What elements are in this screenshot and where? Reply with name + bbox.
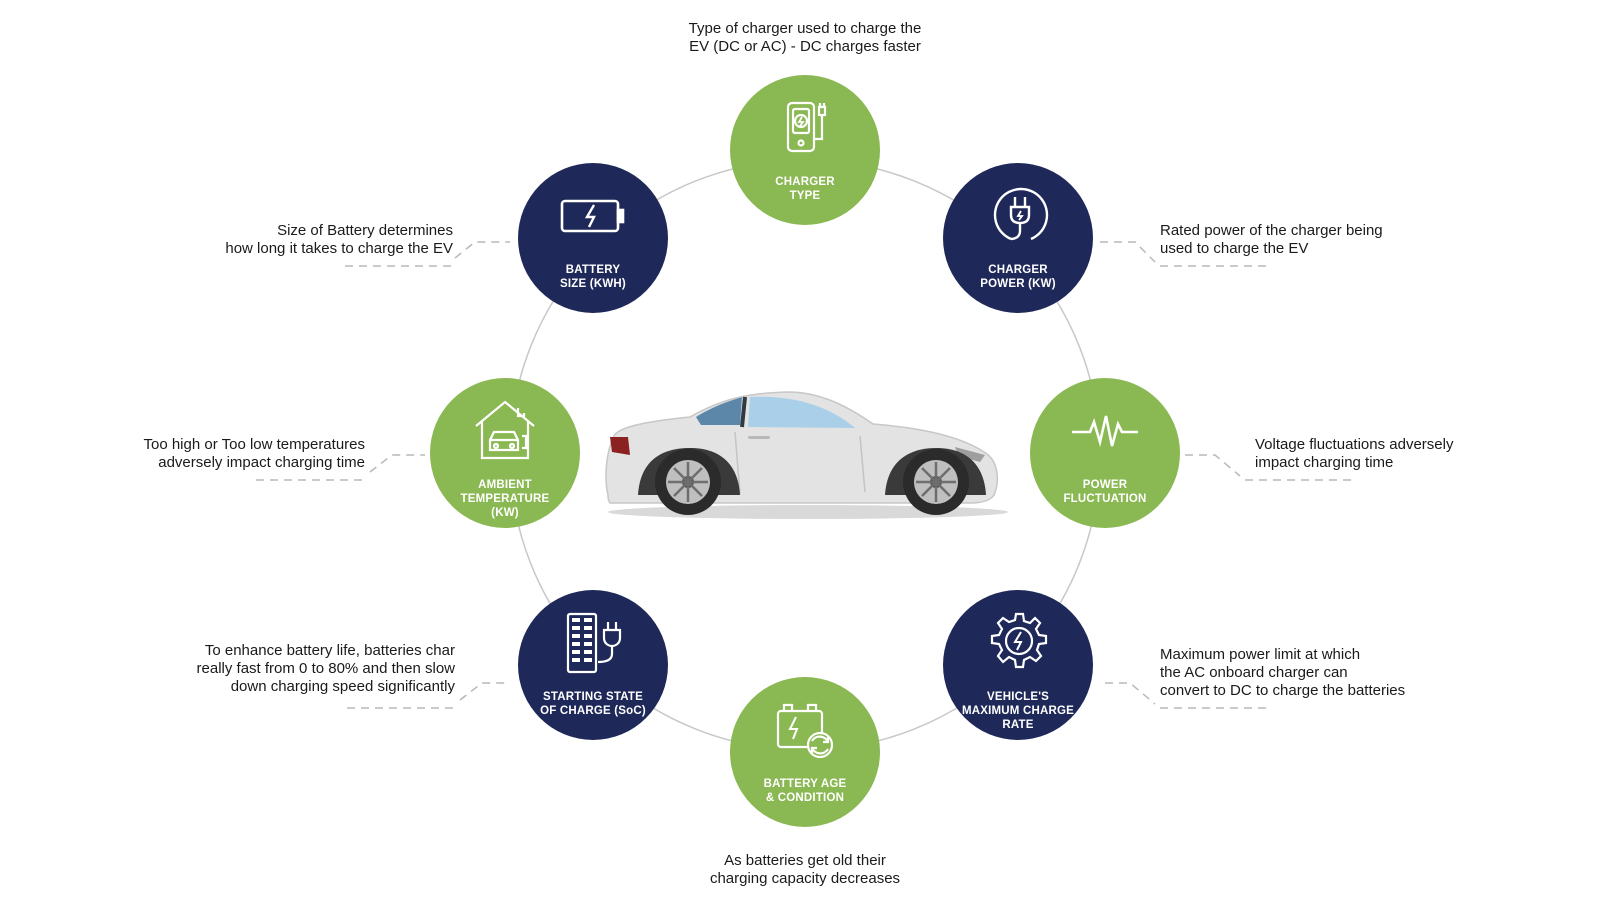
factor-ambient-temperature: AMBIENT TEMPERATURE (KW) <box>430 378 580 528</box>
factor-label: BATTERY AGE & CONDITION <box>763 778 847 804</box>
leader-charger-power <box>1100 241 1156 263</box>
description-max-charge-rate: Maximum power limit at which the AC onbo… <box>1160 646 1406 699</box>
factor-label: CHARGER TYPE <box>775 176 835 202</box>
factor-charger-type: CHARGER TYPE <box>730 75 880 225</box>
description-charger-power: Rated power of the charger being used to… <box>1160 222 1383 257</box>
home-car-charger-icon <box>475 400 535 460</box>
factor-starting-soc: STARTING STATE OF CHARGE (SoC) <box>518 590 668 740</box>
car-icon <box>605 391 1008 519</box>
factor-label: AMBIENT TEMPERATURE (KW) <box>460 479 550 519</box>
leader-soc <box>459 682 510 701</box>
gear-bolt-icon <box>990 612 1048 669</box>
description-power-fluctuation: Voltage fluctuations adversely impact ch… <box>1255 436 1454 471</box>
leader-ambient <box>369 454 425 473</box>
factor-charger-power: CHARGER POWER (KW) <box>943 163 1093 313</box>
battery-bolt-icon <box>560 199 625 233</box>
factor-max-charge-rate: VEHICLE'S MAXIMUM CHARGE RATE <box>943 590 1093 740</box>
description-ambient-temperature: Too high or Too low temperatures adverse… <box>143 436 365 471</box>
description-charger-type: Type of charger used to charge the EV (D… <box>688 20 922 55</box>
leader-max-rate <box>1105 682 1156 705</box>
battery-cycle-icon <box>776 703 834 759</box>
factor-label: BATTERY SIZE (KWH) <box>560 264 626 290</box>
description-battery-size: Size of Battery determines how long it t… <box>225 222 453 257</box>
plug-icon <box>993 187 1049 241</box>
factor-label: CHARGER POWER (KW) <box>980 264 1056 290</box>
factor-label: STARTING STATE OF CHARGE (SoC) <box>540 691 646 717</box>
power-bank-icon <box>786 101 827 153</box>
factor-battery-age: BATTERY AGE & CONDITION <box>730 677 880 827</box>
leader-fluctuation <box>1185 454 1241 477</box>
battery-stack-plug-icon <box>566 612 622 674</box>
description-battery-age: As batteries get old their charging capa… <box>709 852 901 887</box>
factor-label: POWER FLUCTUATION <box>1063 479 1147 505</box>
waveform-icon <box>1072 415 1138 448</box>
factor-label: VEHICLE'S MAXIMUM CHARGE RATE <box>961 691 1075 731</box>
factor-power-fluctuation: POWER FLUCTUATION <box>1030 378 1180 528</box>
description-starting-soc: To enhance battery life, batteries char … <box>196 642 455 695</box>
leader-battery-size <box>454 241 510 259</box>
factor-battery-size: BATTERY SIZE (KWH) <box>518 163 668 313</box>
leader-lines <box>256 241 1355 709</box>
